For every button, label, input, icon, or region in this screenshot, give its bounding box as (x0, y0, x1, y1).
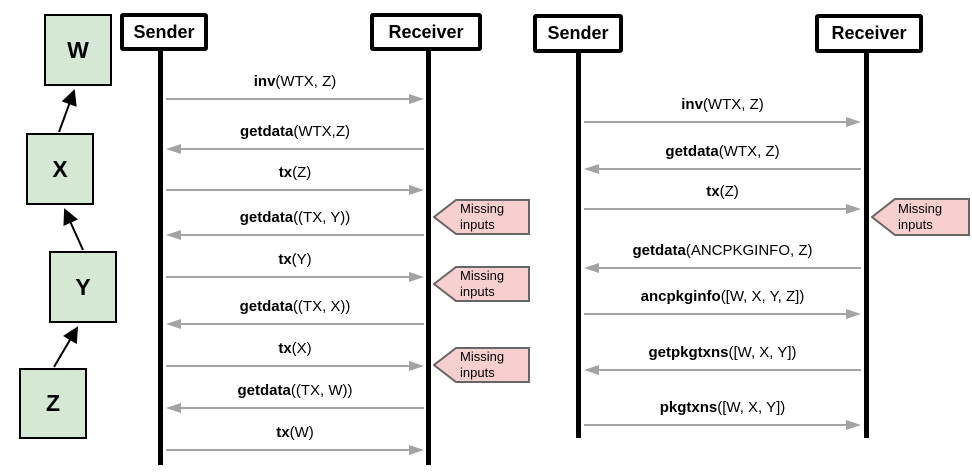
message-label: getdata((TX, Y)) (239, 209, 351, 226)
left-sender-label: Sender (133, 21, 195, 42)
message-getdata: getdata((TX, W)) (166, 381, 424, 413)
message-getpkgtxns: getpkgtxns([W, X, Y]) (584, 343, 861, 375)
message-label: inv(WTX, Z) (253, 73, 337, 90)
arrow-left-icon (166, 144, 424, 154)
message-getdata: getdata((TX, Y)) (166, 208, 424, 240)
message-label: getdata((TX, X)) (239, 298, 351, 315)
left-receiver-lifeline (426, 50, 431, 465)
message-ancpkginfo: ancpkginfo([W, X, Y, Z]) (584, 287, 861, 319)
missing-inputs-callout: Missing inputs (433, 347, 531, 383)
message-label: tx(X) (278, 340, 312, 357)
arrow-left-icon (584, 365, 861, 375)
message-label: tx(Z) (278, 164, 312, 181)
arrow-left-icon (166, 319, 424, 329)
message-tx: tx(Z) (166, 163, 424, 195)
arrow-left-icon (166, 403, 424, 413)
left-sender-box: Sender (120, 13, 208, 51)
arrow-right-icon (584, 420, 861, 430)
message-label: tx(Y) (278, 251, 312, 268)
dependency-arrow-y-x (63, 208, 84, 251)
tx-node-z-label: Z (45, 390, 61, 416)
arrow-right-icon (166, 361, 424, 371)
left-receiver-label: Receiver (388, 21, 464, 42)
left-receiver-box: Receiver (370, 13, 482, 51)
message-label: pkgtxns([W, X, Y]) (659, 399, 786, 416)
missing-inputs-callout: Missing inputs (433, 266, 531, 302)
dependency-chain-arrows (53, 89, 84, 368)
message-getdata: getdata(WTX,Z) (166, 122, 424, 154)
right-receiver-box: Receiver (815, 14, 923, 53)
tx-node-y: Y (49, 251, 117, 323)
message-label: getdata(WTX,Z) (240, 123, 350, 140)
callout-shape-icon (433, 266, 530, 302)
arrow-right-icon (584, 309, 861, 319)
message-label: tx(Z) (706, 183, 739, 200)
message-getdata: getdata(ANCPKGINFO, Z) (584, 241, 861, 273)
message-label: inv(WTX, Z) (681, 96, 764, 113)
message-inv: inv(WTX, Z) (166, 72, 424, 104)
message-getdata: getdata(WTX, Z) (584, 142, 861, 174)
callout-shape-icon (433, 347, 530, 383)
tx-node-w-label: W (67, 36, 89, 63)
arrow-left-icon (166, 230, 424, 240)
arrow-right-icon (584, 204, 861, 214)
message-tx: tx(Y) (166, 250, 424, 282)
right-receiver-lifeline (864, 52, 869, 438)
right-receiver-label: Receiver (831, 23, 907, 43)
arrow-right-icon (166, 272, 424, 282)
message-label: ancpkginfo([W, X, Y, Z]) (640, 288, 805, 305)
right-sender-label: Sender (547, 23, 609, 43)
tx-node-w: W (44, 14, 112, 86)
missing-inputs-callout: Missing inputs (433, 199, 531, 235)
message-label: getdata(WTX, Z) (665, 143, 780, 160)
arrow-right-icon (166, 185, 424, 195)
callout-label: Missing inputs (460, 268, 505, 299)
right-sender-box: Sender (533, 14, 623, 53)
message-inv: inv(WTX, Z) (584, 95, 861, 127)
callout-label: Missing inputs (460, 201, 505, 232)
message-label: getdata((TX, W)) (237, 382, 353, 399)
tx-node-x: X (26, 133, 94, 205)
callout-shape-icon (871, 198, 970, 236)
arrow-right-icon (166, 445, 424, 455)
arrow-left-icon (584, 263, 861, 273)
message-pkgtxns: pkgtxns([W, X, Y]) (584, 398, 861, 430)
arrow-right-icon (584, 117, 861, 127)
message-tx: tx(X) (166, 339, 424, 371)
callout-label: Missing inputs (460, 349, 505, 380)
tx-node-x-label: X (52, 155, 68, 182)
message-tx: tx(W) (166, 423, 424, 455)
missing-inputs-callout: Missing inputs (871, 198, 971, 236)
right-sender-lifeline (576, 52, 581, 438)
message-label: getdata(ANCPKGINFO, Z) (632, 242, 813, 259)
dependency-arrow-z-y (53, 326, 79, 368)
message-tx: tx(Z) (584, 182, 861, 214)
message-getdata: getdata((TX, X)) (166, 297, 424, 329)
callout-label: Missing inputs (898, 201, 943, 232)
message-label: tx(W) (276, 424, 314, 441)
tx-node-z: Z (19, 368, 87, 439)
tx-node-y-label: Y (75, 273, 91, 300)
message-label: getpkgtxns([W, X, Y]) (648, 344, 797, 361)
arrow-right-icon (166, 94, 424, 104)
callout-shape-icon (433, 199, 530, 235)
left-sender-lifeline (158, 50, 163, 465)
dependency-arrow-x-w (58, 89, 77, 133)
arrow-left-icon (584, 164, 861, 174)
